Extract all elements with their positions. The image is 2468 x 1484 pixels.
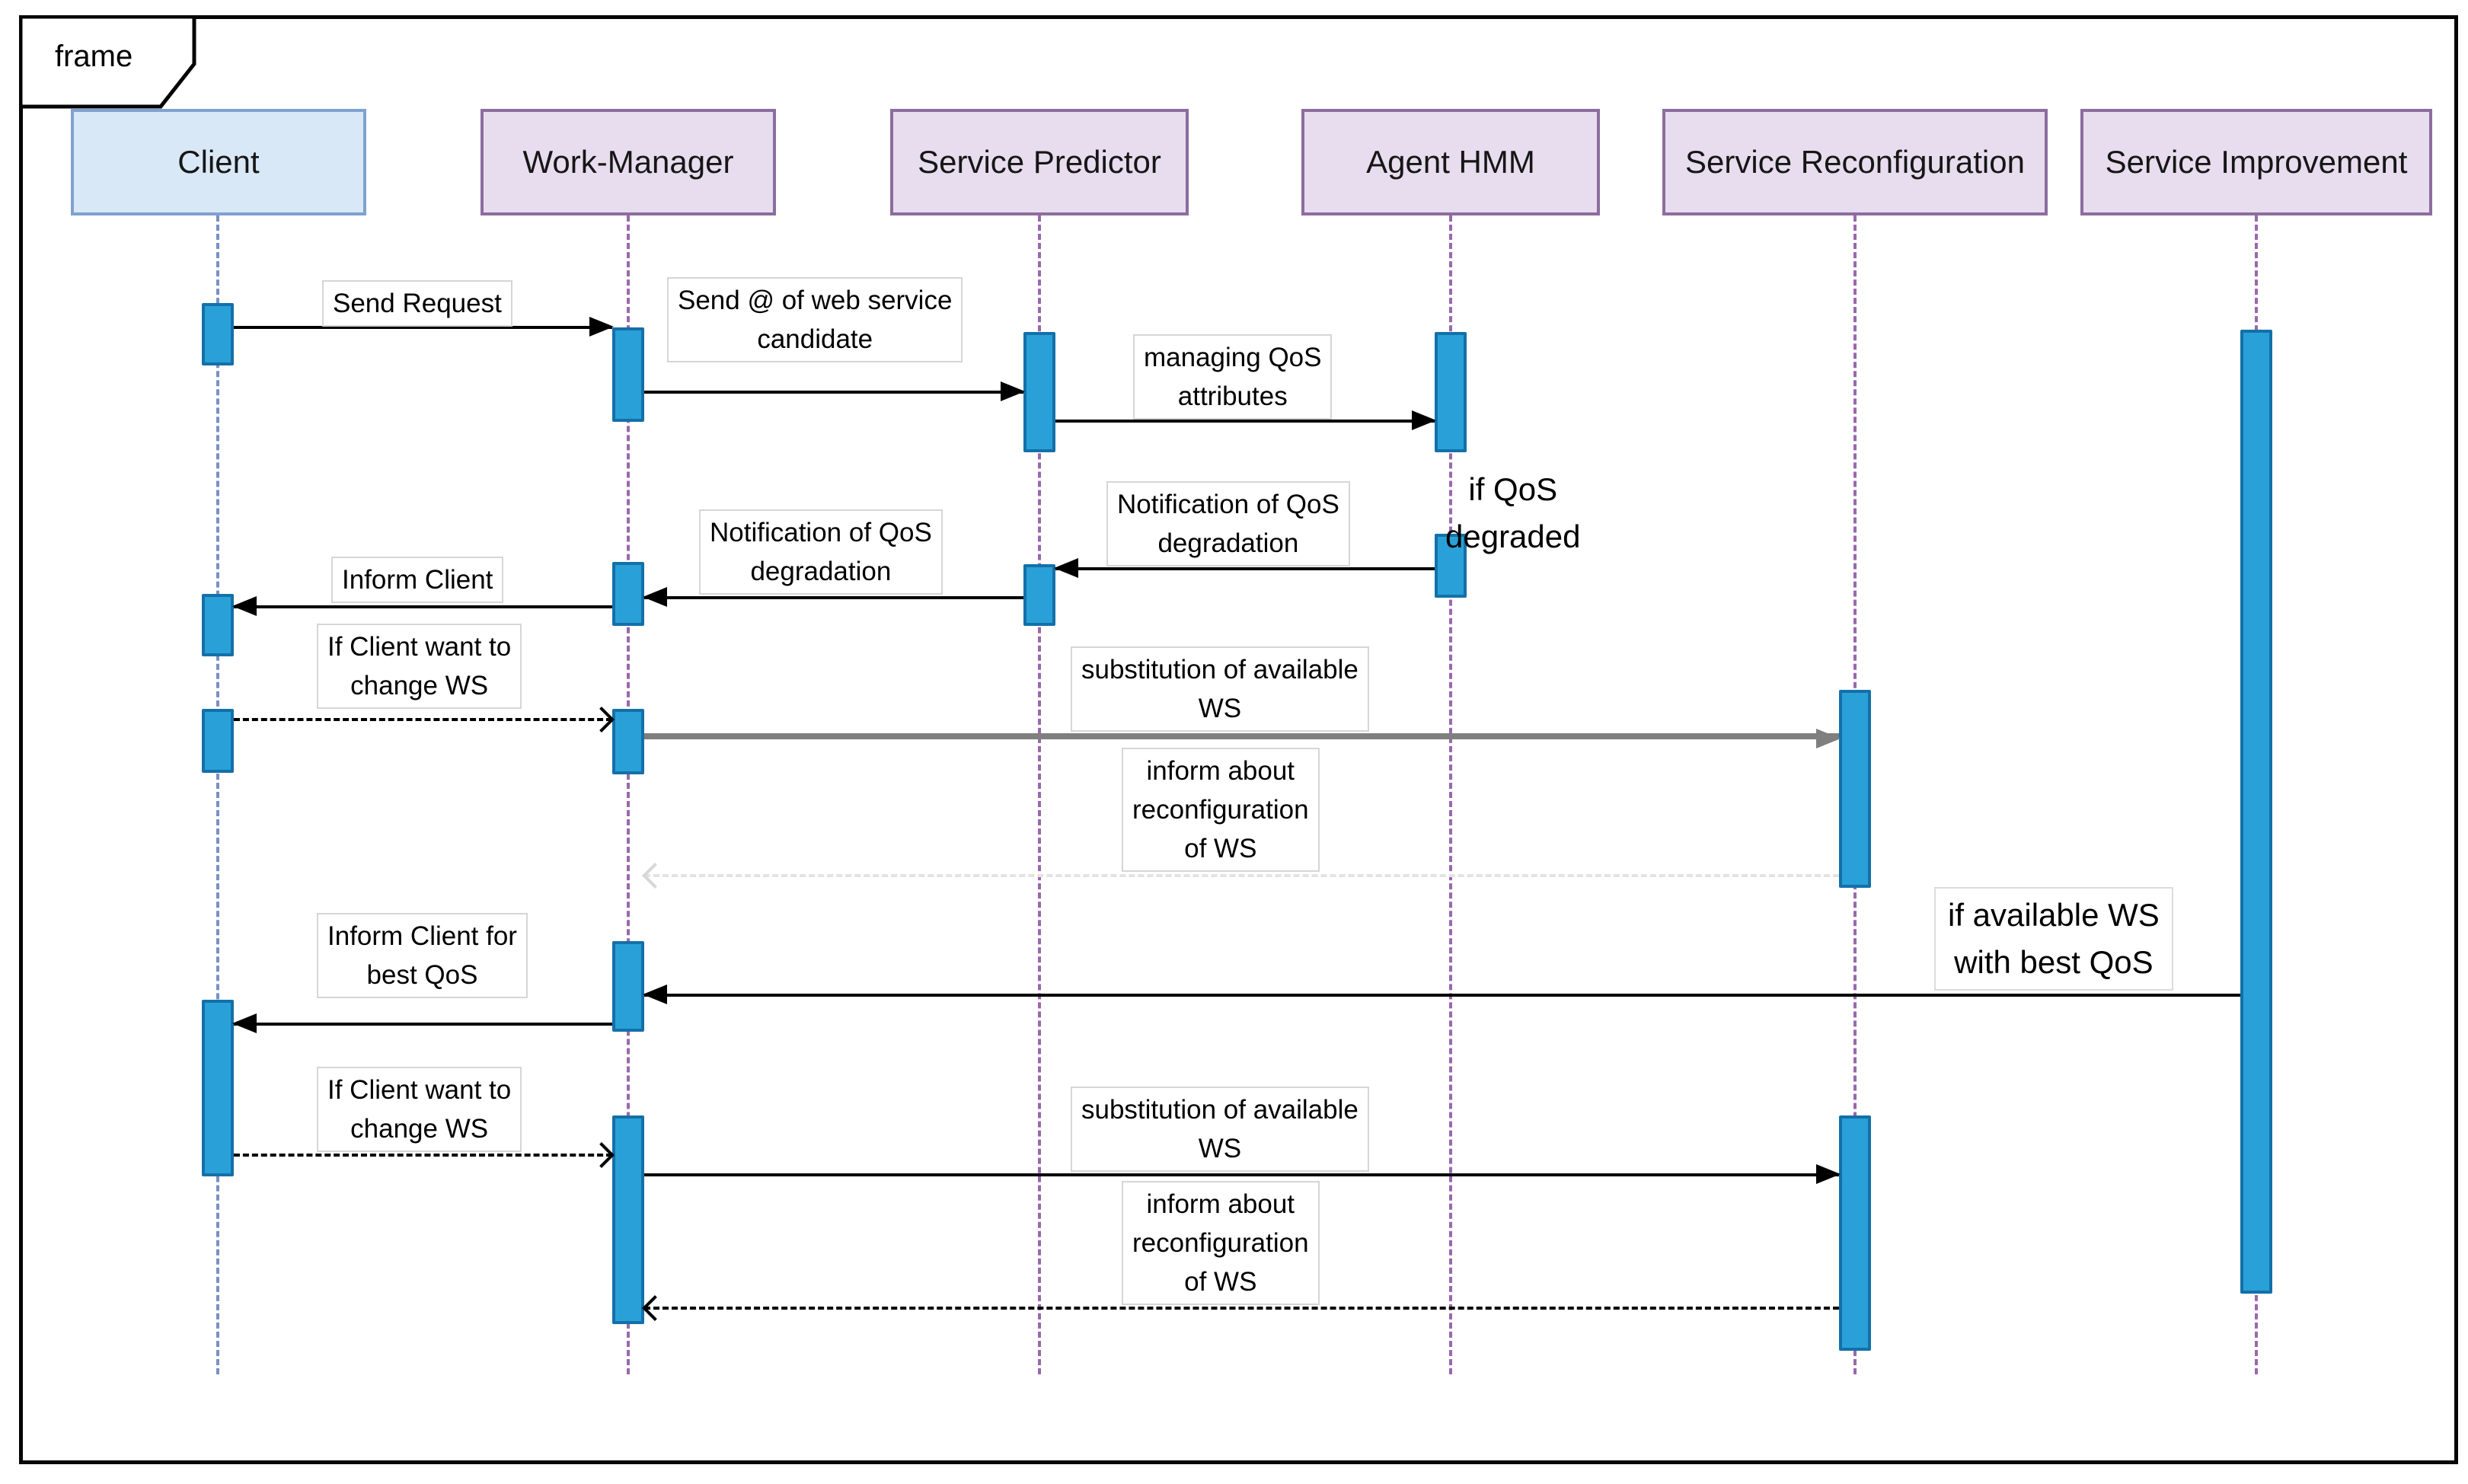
service-improvement-activation [2240, 330, 2272, 1294]
service-predictor-activation-2 [1023, 564, 1055, 626]
work-manager-activation-2 [612, 562, 644, 626]
message-change-ws-2-arrow [234, 1142, 615, 1168]
actor-box-service-improvement: Service Improvement [2080, 109, 2432, 215]
message-send-address-arrow [644, 381, 1025, 401]
lifeline-work-manager [627, 215, 630, 1374]
message-change-ws-1-label: If Client want to change WS [317, 624, 522, 709]
frame-pentagon [19, 15, 196, 109]
actor-label-service-improvement: Service Improvement [2105, 144, 2408, 180]
agent-hmm-activation-1 [1435, 332, 1467, 452]
message-substitution-ws-2-label: substitution of available WS [1071, 1087, 1369, 1172]
message-managing-qos-arrow [1055, 410, 1436, 430]
work-manager-activation-5 [612, 1115, 644, 1324]
guard-available-ws-best-qos: if available WS with best QoS [1934, 887, 2173, 991]
actor-box-service-predictor: Service Predictor [890, 109, 1189, 215]
client-activation-1 [202, 303, 234, 365]
message-notification-qos-sp-wm-label: Notification of QoS degradation [699, 509, 943, 595]
message-notification-qos-hmm-sp-label: Notification of QoS degradation [1106, 481, 1350, 566]
work-manager-activation-4 [612, 941, 644, 1032]
actor-label-work-manager: Work-Manager [522, 144, 734, 180]
message-send-request-label: Send Request [322, 280, 512, 327]
client-activation-3 [202, 709, 234, 773]
message-notification-qos-sp-wm-arrow [643, 587, 1023, 607]
frame-border [19, 15, 2458, 1464]
frame-label: frame [55, 40, 133, 73]
message-inform-client-best-qos-label: Inform Client for best QoS [317, 913, 528, 998]
actor-box-service-reconfiguration: Service Reconfiguration [1662, 109, 2048, 215]
message-notification-qos-hmm-sp-arrow [1054, 558, 1435, 578]
work-manager-activation-1 [612, 327, 644, 422]
arrowhead-left-icon [232, 1013, 257, 1033]
client-activation-4 [202, 1000, 234, 1176]
arrowhead-right-icon [1816, 729, 1841, 748]
message-inform-client-best-qos-arrow [232, 1013, 612, 1033]
actor-label-client: Client [177, 144, 260, 180]
message-substitution-ws-1-label: substitution of available WS [1071, 646, 1369, 732]
message-inform-reconfiguration-2-arrow [642, 1295, 1839, 1321]
message-inform-reconfiguration-1-label: inform about reconfiguration of WS [1122, 748, 1320, 872]
message-inform-reconfiguration-2-label: inform about reconfiguration of WS [1122, 1181, 1320, 1305]
actor-label-agent-hmm: Agent HMM [1366, 144, 1535, 180]
client-activation-2 [202, 594, 234, 656]
agent-hmm-activation-2 [1435, 534, 1467, 598]
message-inform-client-label: Inform Client [331, 557, 504, 603]
guard-qos-degraded: if QoS degraded [1445, 471, 1581, 554]
actor-box-work-manager: Work-Manager [481, 109, 776, 215]
message-inform-client-arrow [232, 596, 612, 616]
arrowhead-left-icon [643, 587, 667, 607]
message-change-ws-2-label: If Client want to change WS [317, 1067, 522, 1152]
message-best-qos-arrow [643, 985, 2240, 1004]
arrowhead-left-icon [232, 596, 257, 616]
arrowhead-right-icon [1816, 1164, 1841, 1184]
lifeline-service-predictor [1038, 215, 1041, 1374]
actor-label-service-reconfiguration: Service Reconfiguration [1685, 144, 2025, 180]
message-send-request-arrow [234, 317, 614, 337]
lifeline-agent-hmm [1449, 215, 1452, 1374]
message-substitution-ws-2-arrow [644, 1164, 1841, 1184]
service-reconfiguration-activation-1 [1839, 690, 1871, 888]
message-substitution-ws-1-arrow [644, 729, 1841, 748]
service-reconfiguration-activation-2 [1839, 1115, 1871, 1351]
arrowhead-right-icon [1001, 381, 1025, 401]
message-managing-qos-label: managing QoS attributes [1133, 334, 1333, 420]
arrowhead-right-icon [589, 317, 614, 337]
arrowhead-right-icon [1412, 410, 1436, 430]
lifeline-client [216, 215, 219, 1374]
actor-label-service-predictor: Service Predictor [918, 144, 1161, 180]
arrowhead-left-icon [1054, 558, 1078, 578]
actor-box-agent-hmm: Agent HMM [1301, 109, 1600, 215]
message-change-ws-1-arrow [234, 707, 615, 732]
arrowhead-left-icon [643, 985, 667, 1004]
service-predictor-activation-1 [1023, 332, 1055, 452]
actor-box-client: Client [71, 109, 366, 215]
message-inform-reconfiguration-1-arrow [642, 863, 1839, 889]
work-manager-activation-3 [612, 709, 644, 774]
message-send-address-label: Send @ of web service candidate [667, 277, 963, 362]
